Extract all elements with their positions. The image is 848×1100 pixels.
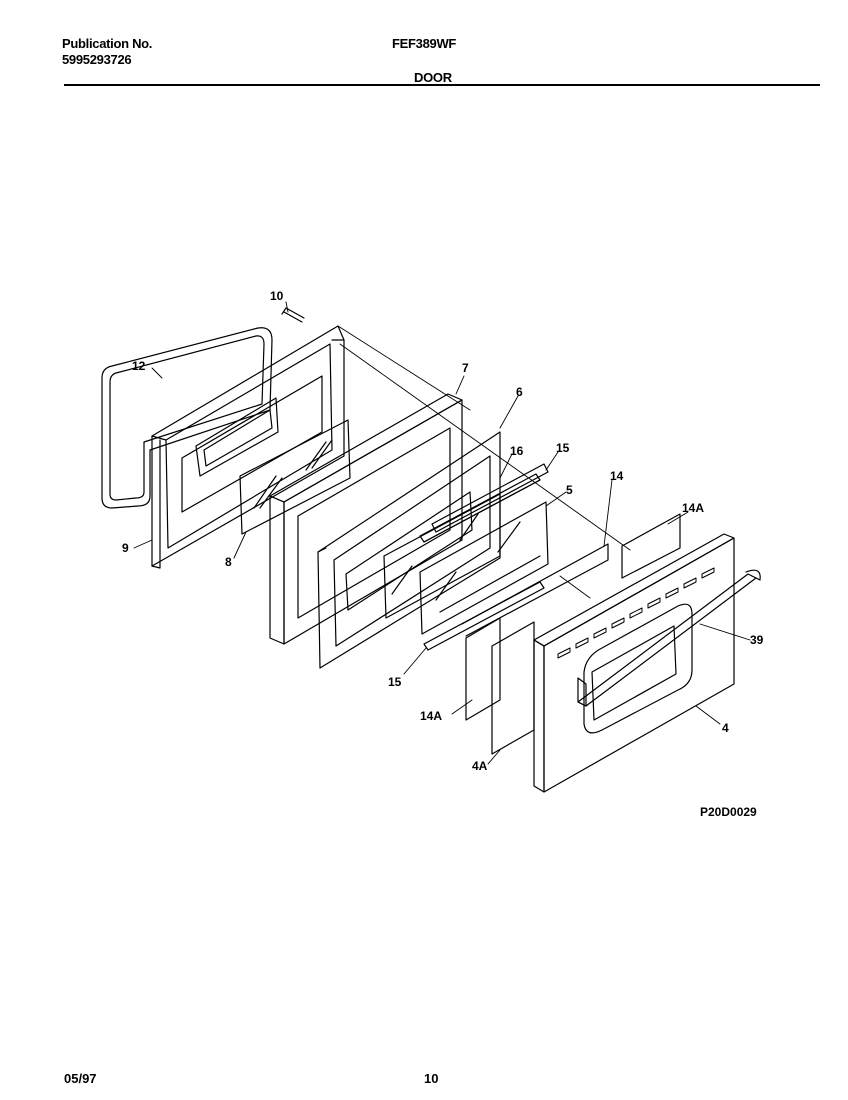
inner-glass-panel <box>239 419 351 535</box>
callout-15-top: 15 <box>556 441 570 455</box>
callout-14a-top: 14A <box>682 501 704 515</box>
callout-7: 7 <box>462 361 469 375</box>
screw <box>281 307 305 323</box>
door-panel <box>317 431 501 669</box>
door-gasket <box>101 327 273 509</box>
callout-16: 16 <box>510 444 524 458</box>
inner-door-liner <box>151 325 345 569</box>
door-handle <box>577 569 761 707</box>
section-title: DOOR <box>414 70 452 85</box>
outer-door-back <box>491 621 535 755</box>
callout-6: 6 <box>516 385 523 399</box>
glass-channel <box>419 473 541 543</box>
door-frame <box>269 393 463 645</box>
outer-glass-panel <box>419 501 549 635</box>
drawing-code: P20D0029 <box>700 805 757 819</box>
callout-39: 39 <box>750 633 764 647</box>
callout-12: 12 <box>132 359 146 373</box>
callout-9: 9 <box>122 541 129 555</box>
middle-glass-panel <box>383 493 501 619</box>
callout-15-bottom: 15 <box>388 675 402 689</box>
callout-4: 4 <box>722 721 729 735</box>
publication-number: 5995293726 <box>62 52 132 67</box>
header-rule <box>64 84 820 86</box>
footer-date: 05/97 <box>64 1071 97 1086</box>
insulation-upper <box>621 513 681 579</box>
insulation-lower <box>465 617 501 721</box>
callout-8: 8 <box>225 555 232 569</box>
callout-14a-bottom: 14A <box>420 709 442 723</box>
callout-labels: 10 12 9 8 7 6 16 15 5 14 14A 39 15 14A 4… <box>122 289 764 773</box>
model-number: FEF389WF <box>392 36 457 51</box>
callout-5: 5 <box>566 483 573 497</box>
outer-door <box>533 533 735 793</box>
page-number: 10 <box>424 1071 439 1086</box>
callout-4a: 4A <box>472 759 488 773</box>
callout-10: 10 <box>270 289 284 303</box>
door-insulation <box>461 543 609 637</box>
callout-14: 14 <box>610 469 624 483</box>
publication-label: Publication No. <box>62 36 153 51</box>
leader-lines <box>133 301 751 765</box>
